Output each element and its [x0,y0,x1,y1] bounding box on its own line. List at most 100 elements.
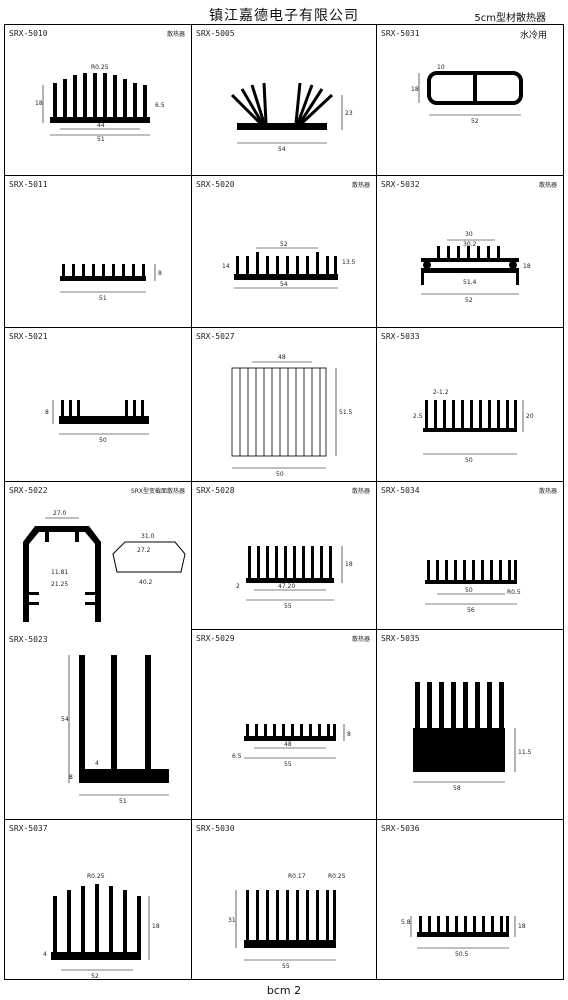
profile-tag: 散热器 [351,488,370,495]
grid-divider [191,629,563,630]
profile-cell: SRX-5033 2-1.2 50 2.5 20 [377,328,563,481]
dim-label: 8 [347,731,351,738]
profile-code: SRX-5020 [196,180,235,189]
profile-drawing: 27.0 27.2 31.0 40.2 11.81 21.25 [23,510,186,622]
profile-drawing: 51 54 4 8 [61,655,169,805]
profile-code: SRX-5033 [381,332,420,341]
profile-cell: SRX-5005 54 23 [192,25,376,175]
dim-label: 5.8 [401,919,411,926]
profile-cell: SRX-5028 散热器 47.20 55 18 2 [192,482,376,629]
dim-label: 6.5 [155,102,165,109]
dim-label: 48 [284,741,292,748]
grid-divider [5,327,191,328]
profile-drawing: 48 50 51.5 [231,354,353,478]
profile-cell: SRX-5021 50 8 [5,328,191,481]
profile-code: SRX-5005 [196,29,235,38]
profile-cell: SRX-5022 SRX型变截面散热器 27.0 27.2 31.0 40.2 … [5,482,191,630]
profile-code: SRX-5030 [196,824,235,833]
dim-label: 18 [345,561,353,568]
profile-tag: 散热器 [538,488,557,495]
profile-cell: SRX-5027 48 50 51.5 [192,328,376,481]
dim-label: R0.25 [87,873,105,880]
profile-drawing: R0.17 R0.25 55 31 [228,873,346,970]
dim-label: 10 [437,64,445,71]
dim-label: 51.5 [339,409,353,416]
profile-note: 水冷用 [519,31,547,41]
profile-code: SRX-5022 [9,486,48,495]
dim-label: 6.5 [232,753,242,760]
profile-tag: 散热器 [538,182,557,189]
dim-label: 30 [465,231,473,238]
profile-cell: SRX-5023 51 54 4 8 [5,631,191,819]
profile-drawing: 52 18 10 [411,64,523,125]
dim-label: 2 [236,583,240,590]
profile-drawing: 50.5 5.8 18 [401,916,526,958]
dim-label: 55 [284,603,292,610]
profile-tag: SRX型变截面散热器 [130,488,185,495]
profile-code: SRX-5028 [196,486,235,495]
profile-tag: 散热器 [166,31,185,38]
dim-label: 55 [282,963,290,970]
dim-label: 8 [69,774,73,781]
dim-label: 52 [465,297,473,304]
profile-code: SRX-5037 [9,824,48,833]
dim-label: 4 [95,760,99,767]
dim-label: R0.5 [507,589,521,596]
dim-label: 18 [411,86,419,93]
dim-label: 50 [276,471,284,478]
dim-label: R0.25 [328,873,346,880]
profile-cell: SRX-5035 58 11.5 [377,630,563,819]
dim-label: 23 [345,110,353,117]
profile-code: SRX-5021 [9,332,48,341]
dim-label: 58 [453,785,461,792]
dim-label: 51 [99,295,107,302]
profile-code: SRX-5029 [196,634,235,643]
dim-label: 56 [467,607,475,614]
dim-label: 18 [35,100,43,107]
dim-label: 44 [97,122,105,129]
dim-label: 30.2 [463,241,477,248]
dim-label: 51 [97,136,105,143]
profile-drawing: 51 8 [60,264,162,302]
dim-label: 52 [471,118,479,125]
dim-label: 13.5 [342,259,356,266]
profile-cell: SRX-5036 50.5 5.8 18 [377,820,563,979]
dim-label: 27.2 [137,547,151,554]
profile-code: SRX-5010 [9,29,48,38]
dim-label: 51.4 [463,279,477,286]
catalog-grid: SRX-5010 散热器 R0.25 44 51 18 6.5 SRX-5005 [4,24,564,980]
profile-code: SRX-5035 [381,634,420,643]
dim-label: 18 [518,923,526,930]
dim-label: 18 [523,263,531,270]
dim-label: 31.0 [141,533,155,540]
dim-label: 50.5 [455,951,469,958]
grid-divider [5,819,191,820]
dim-label: 40.2 [139,579,153,586]
dim-label: 50 [465,457,473,464]
dim-label: 31 [228,917,236,924]
dim-label: 20 [526,413,534,420]
grid-divider [191,175,563,176]
profile-drawing: R0.25 44 51 18 6.5 [35,64,165,143]
dim-label: 51 [119,798,127,805]
dim-label: 48 [278,354,286,361]
profile-tag: 散热器 [351,636,370,643]
page-number: bcm 2 [266,984,302,997]
grid-divider [5,175,191,176]
profile-code: SRX-5023 [9,635,48,644]
profile-cell: SRX-5034 散热器 50 56 R0.5 [377,482,563,629]
profile-cell: SRX-5011 51 8 [5,176,191,327]
profile-drawing: 2-1.2 50 2.5 20 [413,389,534,464]
dim-label: 2.5 [413,413,423,420]
dim-label: 52 [91,973,99,979]
grid-divider [191,25,192,979]
profile-drawing: 54 23 [230,82,353,153]
company-name: 镇江嘉德电子有限公司 [209,8,359,24]
profile-code: SRX-5032 [381,180,420,189]
dim-label: 14 [222,263,230,270]
grid-divider [191,481,563,482]
profile-code: SRX-5031 [381,29,420,38]
dim-label: 18 [152,923,160,930]
dim-label: R0.25 [91,64,109,71]
dim-label: 21.25 [51,581,68,588]
